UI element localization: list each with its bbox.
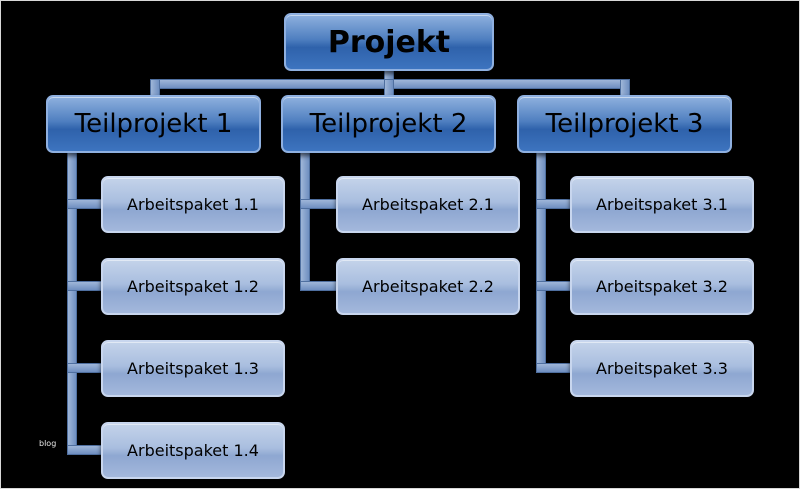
work-package-label: Arbeitspaket 3.1 (596, 195, 728, 214)
work-package-label: Arbeitspaket 3.3 (596, 359, 728, 378)
work-package-label: Arbeitspaket 1.3 (127, 359, 259, 378)
column-2-spine (300, 151, 310, 291)
work-package-1-2: Arbeitspaket 1.2 (101, 258, 285, 315)
work-package-2-1: Arbeitspaket 2.1 (336, 176, 520, 233)
column-3-spine (536, 151, 546, 373)
subproject-node-2: Teilprojekt 2 (281, 95, 496, 153)
work-package-label: Arbeitspaket 1.2 (127, 277, 259, 296)
root-node: Projekt (284, 13, 494, 71)
work-package-label: Arbeitspaket 1.4 (127, 441, 259, 460)
subproject-node-1: Teilprojekt 1 (46, 95, 261, 153)
watermark-text: blog (39, 439, 57, 448)
work-package-3-1: Arbeitspaket 3.1 (570, 176, 754, 233)
work-package-label: Arbeitspaket 1.1 (127, 195, 259, 214)
subproject-node-3: Teilprojekt 3 (517, 95, 732, 153)
work-package-1-4: Arbeitspaket 1.4 (101, 422, 285, 479)
branch-2-1 (300, 199, 340, 209)
branch-1-4 (67, 445, 105, 455)
column-1-spine (67, 151, 77, 453)
work-package-3-3: Arbeitspaket 3.3 (570, 340, 754, 397)
work-package-label: Arbeitspaket 2.2 (362, 277, 494, 296)
work-package-2-2: Arbeitspaket 2.2 (336, 258, 520, 315)
work-package-label: Arbeitspaket 3.2 (596, 277, 728, 296)
branch-1-2 (67, 281, 105, 291)
work-package-1-3: Arbeitspaket 1.3 (101, 340, 285, 397)
branch-1-1 (67, 199, 105, 209)
subproject-node-label: Teilprojekt 3 (545, 109, 704, 139)
subproject-node-label: Teilprojekt 2 (309, 109, 468, 139)
branch-2-2 (300, 281, 340, 291)
branch-1-3 (67, 363, 105, 373)
work-package-3-2: Arbeitspaket 3.2 (570, 258, 754, 315)
work-package-label: Arbeitspaket 2.1 (362, 195, 494, 214)
subproject-node-label: Teilprojekt 1 (74, 109, 233, 139)
work-package-1-1: Arbeitspaket 1.1 (101, 176, 285, 233)
root-node-label: Projekt (327, 24, 451, 60)
